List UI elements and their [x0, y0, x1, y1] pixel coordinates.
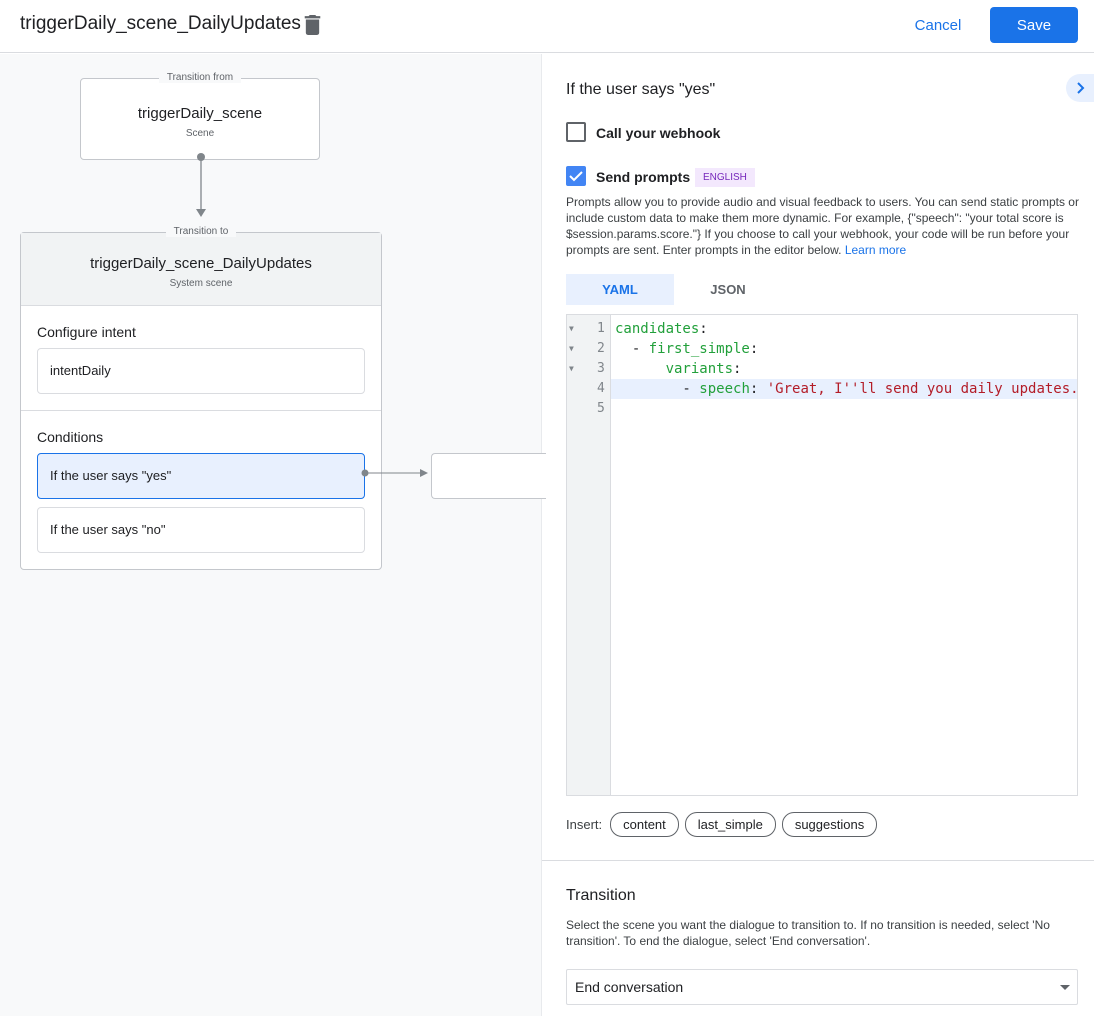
node-type: System scene [169, 278, 233, 289]
detail-panel: If the user says "yes" Call your webhook… [542, 54, 1094, 1016]
divider [542, 860, 1094, 861]
panel-heading: If the user says "yes" [566, 81, 716, 98]
node-legend: Transition to [165, 226, 237, 237]
code-line: variants: [665, 361, 742, 377]
page-title: triggerDaily_scene_DailyUpdates [20, 13, 301, 34]
fold-icon[interactable]: ▼ [569, 344, 574, 353]
condition-no[interactable]: If the user says "no" [37, 507, 365, 553]
transition-value: End conversation [575, 979, 684, 995]
condition-yes[interactable]: If the user says "yes" [37, 453, 365, 499]
insert-chip-suggestions[interactable]: suggestions [781, 812, 878, 837]
tab-json[interactable]: JSON [710, 282, 746, 297]
dropdown-arrow-icon [1060, 985, 1070, 990]
line-number: 3 [597, 361, 605, 376]
transition-arrow [196, 153, 206, 217]
trash-icon[interactable] [304, 15, 321, 35]
code-line: - speech: 'Great, I''ll send you daily u… [615, 381, 1077, 397]
code-editor[interactable]: ▼ ▼ ▼ 1 2 3 4 5 candidates: - first_simp… [566, 314, 1078, 796]
cancel-button[interactable]: Cancel [902, 8, 974, 42]
learn-more-link[interactable]: Learn more [844, 243, 907, 257]
line-number: 4 [597, 381, 605, 396]
transition-from-node[interactable]: Transition from triggerDaily_scene Scene [80, 72, 320, 160]
insert-row: Insert: content last_simple suggestions [566, 812, 883, 837]
configure-intent-label: Configure intent [37, 324, 136, 340]
check-icon [569, 171, 583, 182]
flow-canvas: Transition from triggerDaily_scene Scene… [0, 54, 546, 1016]
save-button[interactable]: Save [990, 7, 1078, 43]
intent-item[interactable]: intentDaily [37, 348, 365, 394]
conditions-label: Conditions [37, 429, 104, 445]
code-line: candidates: [615, 321, 708, 337]
transition-heading: Transition [566, 887, 636, 904]
code-line: - first_simple: [615, 341, 759, 357]
collapse-panel-button[interactable] [1066, 74, 1094, 102]
insert-label: Insert: [566, 817, 603, 832]
insert-chip-content[interactable]: content [610, 812, 679, 837]
node-name: triggerDaily_scene [137, 105, 263, 122]
fold-icon[interactable]: ▼ [569, 324, 574, 333]
condition-arrow [361, 469, 428, 477]
transition-description: Select the scene you want the dialogue t… [566, 918, 1050, 948]
line-number: 1 [597, 321, 605, 336]
transition-to-node: Transition to triggerDaily_scene_DailyUp… [20, 226, 382, 570]
send-prompts-checkbox[interactable] [566, 166, 586, 186]
insert-chip-last-simple[interactable]: last_simple [684, 812, 776, 837]
fold-icon[interactable]: ▼ [569, 364, 574, 373]
line-gutter [567, 315, 611, 795]
line-number: 5 [597, 401, 605, 416]
line-number: 2 [597, 341, 605, 356]
send-prompts-label: Send prompts [596, 169, 691, 185]
target-scene-node[interactable] [431, 453, 546, 499]
webhook-checkbox[interactable] [566, 122, 586, 142]
tab-yaml[interactable]: YAML [566, 274, 674, 305]
chevron-right-icon [1077, 82, 1085, 94]
node-type: Scene [185, 128, 215, 139]
webhook-label: Call your webhook [596, 125, 721, 141]
node-legend: Transition from [158, 72, 242, 83]
node-name: triggerDaily_scene_DailyUpdates [90, 255, 312, 272]
top-bar: triggerDaily_scene_DailyUpdates Cancel S… [0, 0, 1094, 53]
prompts-description: Prompts allow you to provide audio and v… [566, 195, 1079, 257]
language-badge: ENGLISH [695, 168, 755, 187]
transition-select[interactable]: End conversation [566, 969, 1078, 1005]
